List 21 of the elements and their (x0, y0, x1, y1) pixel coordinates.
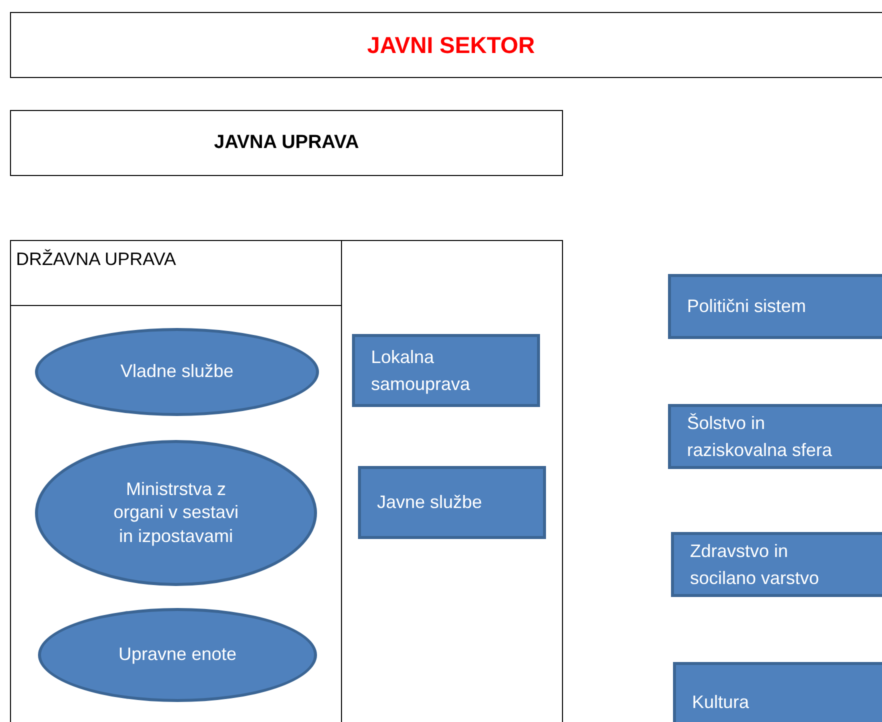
title-box (10, 12, 882, 78)
node-label: Javne službe (377, 491, 482, 514)
node-label: Vladne službe (120, 360, 234, 384)
title-box (10, 110, 563, 176)
node-label: Šolstvo in raziskovalna sfera (687, 412, 834, 462)
node-label: Upravne enote (118, 643, 237, 666)
node-label: Zdravstvo in socilano varstvo (690, 540, 820, 590)
group-panel (341, 240, 563, 722)
group-panel (10, 240, 342, 722)
process-box (352, 334, 540, 407)
process-box (668, 404, 882, 469)
node-label: DRŽAVNA UPRAVA (16, 249, 176, 269)
node-label: Ministrstva z organi v sestavi in izpostavami (112, 478, 240, 548)
process-box (358, 466, 546, 539)
node-label: JAVNA UPRAVA (214, 132, 359, 154)
node-label: Politični sistem (687, 295, 806, 318)
node-label: JAVNI SEKTOR (367, 32, 535, 58)
node-label: Lokalna samouprava (371, 346, 472, 396)
node-label: Kultura (692, 690, 750, 714)
process-box (668, 274, 882, 339)
process-box (671, 532, 882, 597)
